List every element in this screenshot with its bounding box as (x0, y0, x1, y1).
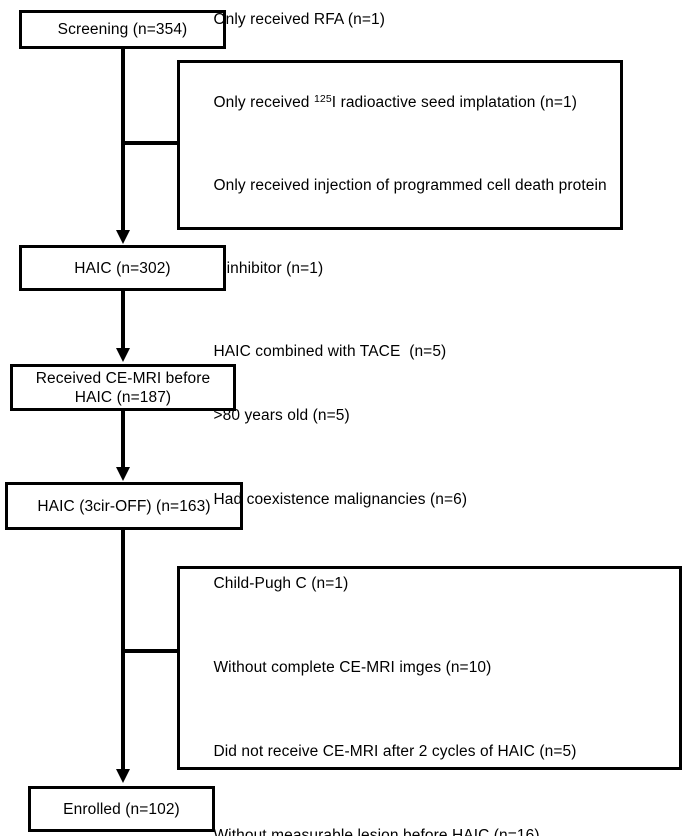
connector-branch-exclusion-1 (121, 141, 179, 145)
arrowhead-haic3cir-to-enrolled (116, 769, 130, 783)
exclusion-line: 1 inhibitor (n=1) (187, 228, 620, 311)
exclusion-line: Without measurable lesion before HAIC (n… (187, 794, 679, 836)
exclusion-line-text: Only received RFA (n=1) (213, 11, 386, 28)
node-haic-3cir-off: HAIC (3cir-OFF) (n=163) (5, 482, 243, 530)
exclusion-line: Only received 125I radioactive seed impl… (187, 62, 620, 145)
exclusion-box-screening: Only received PTCD (n=44) Only received … (177, 11, 623, 360)
exclusion-line-text: Without complete CE-MRI imges (n=10) (213, 659, 492, 676)
connector-branch-exclusion-2 (121, 649, 179, 653)
node-haic: HAIC (n=302) (19, 245, 226, 291)
exclusion-line-text: Without measurable lesion before HAIC (n… (213, 827, 540, 836)
exclusion-line: Only received RFA (n=1) (187, 0, 620, 62)
connector-haic-to-cemri (121, 291, 125, 349)
arrowhead-haic-to-cemri (116, 348, 130, 362)
exclusion-line-text: Had coexistence malignancies (n=6) (213, 491, 468, 508)
node-received-ce-mri-label-line1: Received CE-MRI before (35, 369, 211, 387)
exclusion-line-text: Child-Pugh C (n=1) (213, 575, 349, 592)
node-screening: Screening (n=354) (19, 10, 226, 49)
exclusion-line: Had coexistence malignancies (n=6) (187, 458, 679, 542)
exclusion-line: Only received injection of programmed ce… (187, 145, 620, 228)
node-haic-3cir-off-label: HAIC (3cir-OFF) (n=163) (37, 497, 211, 515)
superscript-isotope-125: 125 (313, 93, 332, 105)
exclusion-line-text: Did not receive CE-MRI after 2 cycles of… (213, 743, 577, 760)
exclusion-line: Without complete CE-MRI imges (n=10) (187, 626, 679, 710)
node-enrolled: Enrolled (n=102) (28, 786, 215, 832)
exclusion-box-haic-3cir-off: >80 years old (n=5) Had coexistence mali… (177, 407, 682, 836)
exclusion-line: HAIC combined with TACE (n=5) (187, 311, 620, 394)
exclusion-line-text: Only received (213, 94, 314, 111)
exclusion-line-text: HAIC combined with TACE (n=5) (213, 343, 447, 360)
exclusion-line: >80 years old (n=5) (187, 374, 679, 458)
exclusion-line-text-tail: I radioactive seed implatation (n=1) (331, 94, 578, 111)
node-enrolled-label: Enrolled (n=102) (63, 800, 180, 818)
arrowhead-screening-to-haic (116, 230, 130, 244)
exclusion-line-text: >80 years old (n=5) (213, 407, 350, 424)
exclusion-line-text: Only received injection of programmed ce… (213, 177, 607, 194)
exclusion-line: Did not receive CE-MRI after 2 cycles of… (187, 710, 679, 794)
connector-cemri-to-haic3cir (121, 411, 125, 468)
node-haic-label: HAIC (n=302) (74, 259, 171, 277)
connector-screening-to-haic (121, 49, 125, 232)
exclusion-line-text: 1 inhibitor (n=1) (213, 260, 324, 277)
node-received-ce-mri-label-line2: HAIC (n=187) (74, 388, 172, 406)
arrowhead-cemri-to-haic3cir (116, 467, 130, 481)
node-screening-label: Screening (n=354) (57, 21, 188, 38)
node-received-ce-mri: Received CE-MRI before HAIC (n=187) (10, 364, 236, 411)
exclusion-line: Child-Pugh C (n=1) (187, 542, 679, 626)
